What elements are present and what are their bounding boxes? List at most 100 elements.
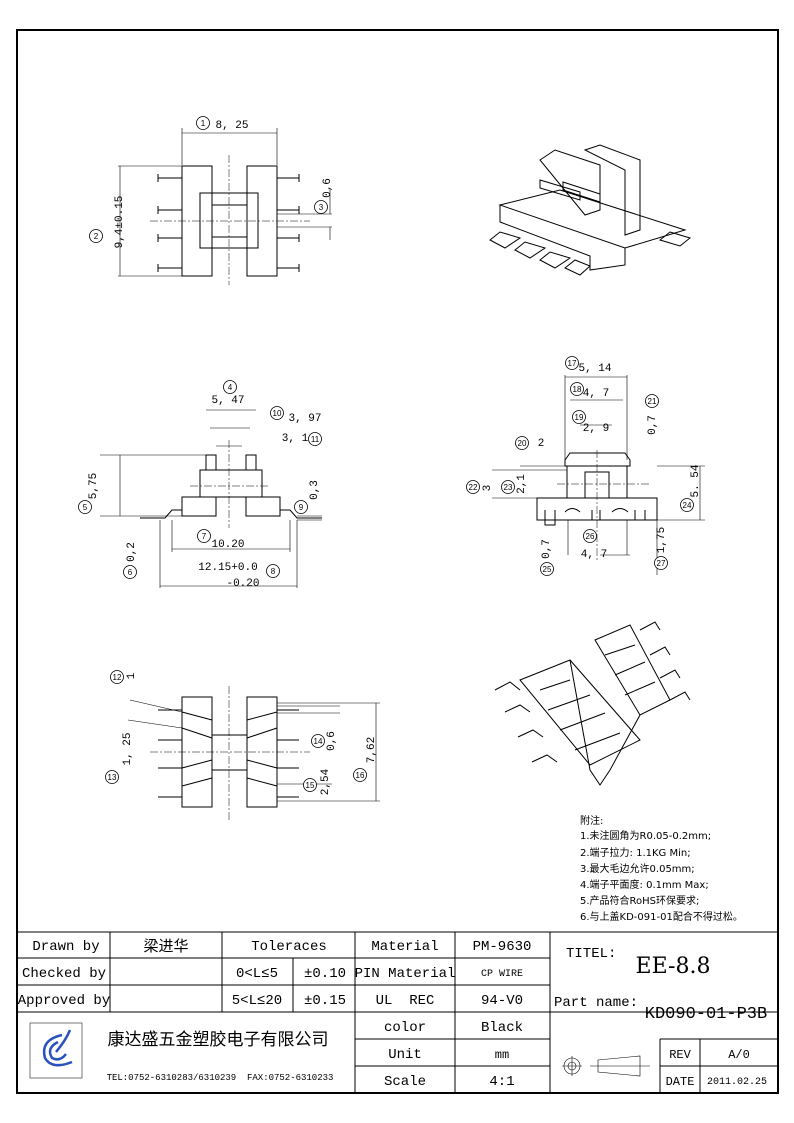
color-value: Black (481, 1020, 523, 1036)
balloon-circle (654, 556, 668, 570)
top-view (118, 128, 332, 285)
dimension-label: 7,62 (366, 737, 378, 763)
balloon-circle (466, 480, 480, 494)
dimension-label: -0.20 (226, 578, 259, 590)
pin-material-label: PIN Material (355, 966, 456, 982)
unit-value: mm (495, 1048, 509, 1062)
dimension-label: 4, 7 (581, 549, 607, 561)
balloon-circle (583, 529, 597, 543)
balloon-callout: 24 (680, 498, 694, 512)
dimension-label: 12.15+0.0 (198, 562, 257, 574)
balloon-number: 9 (299, 503, 304, 512)
tolerance-range-1: 0<L≤5 (236, 966, 278, 982)
balloon-circle (565, 356, 579, 370)
dimension-label: 2 (538, 438, 545, 450)
balloon-callout: 14 (311, 734, 325, 748)
dimension-label: 0,7 (541, 539, 553, 559)
balloon-circle (570, 382, 584, 396)
balloon-number: 15 (306, 781, 315, 790)
balloon-circle (515, 436, 529, 450)
balloon-number: 12 (113, 673, 122, 682)
balloon-number: 1 (201, 119, 206, 128)
balloon-callout: 3 (314, 200, 328, 214)
side-view (492, 375, 705, 575)
title-block: Drawn by 梁进华 Checked by Approved by Tole… (17, 931, 778, 1093)
balloon-callout: 10 (270, 406, 284, 420)
balloon-circle (311, 734, 325, 748)
balloon-circle (540, 562, 554, 576)
balloon-callout: 25 (540, 562, 554, 576)
balloon-circle (645, 394, 659, 408)
dimension-label: 0,7 (647, 415, 659, 435)
scale-label: Scale (384, 1074, 426, 1090)
balloon-circle (196, 116, 210, 130)
unit-label: Unit (388, 1047, 422, 1063)
sheet-border (16, 29, 779, 1094)
dimension-label: 5,75 (88, 473, 100, 499)
balloon-number: 16 (356, 771, 365, 780)
balloon-callout: 21 (645, 394, 659, 408)
date-value: 2011.02.25 (707, 1077, 767, 1088)
title-value: EE-8.8 (636, 954, 711, 979)
balloon-callout: 18 (570, 382, 584, 396)
balloon-circle (266, 564, 280, 578)
balloon-callout: 12 (110, 670, 124, 684)
balloon-circle (680, 498, 694, 512)
dimension-label: 0,6 (326, 731, 338, 751)
note-item: 6.与上盖KD-091-01配合不得过松。 (580, 910, 743, 923)
dimension-label: 10.20 (211, 539, 244, 551)
note-item: 4.端子平面度: 0.1mm Max; (580, 878, 709, 891)
dimension-label: 5, 47 (211, 395, 244, 407)
balloon-callout: 16 (353, 768, 367, 782)
balloon-circle (294, 500, 308, 514)
balloon-number: 10 (273, 409, 282, 418)
dimension-label: 1, 25 (122, 732, 134, 765)
balloon-circle (110, 670, 124, 684)
tolerance-value-2: ±0.15 (304, 993, 346, 1009)
isometric-view-top (489, 144, 692, 276)
balloon-callout: 9 (294, 500, 308, 514)
balloon-callout: 8 (266, 564, 280, 578)
dimension-label: 0,6 (322, 178, 334, 198)
drawn-by-label: Drawn by (32, 939, 99, 955)
note-item: 2.端子拉力: 1.1KG Min; (580, 846, 691, 859)
balloon-circle (223, 380, 237, 394)
balloon-number: 11 (311, 435, 320, 444)
part-name-label: Part name: (554, 995, 638, 1011)
balloon-number: 19 (575, 413, 584, 422)
balloon-callout: 6 (123, 565, 137, 579)
dimension-label: 9,4±0.15 (114, 196, 126, 249)
balloon-circle (314, 200, 328, 214)
balloon-number: 4 (228, 383, 233, 392)
balloon-circle (572, 410, 586, 424)
company-logo (29, 1022, 83, 1079)
titel-label: TITEL: (566, 946, 616, 962)
material-label: Material (371, 939, 438, 955)
balloon-callout: 20 (515, 436, 529, 450)
balloon-callout: 17 (565, 356, 579, 370)
balloon-circle (308, 432, 322, 446)
balloon-number: 20 (518, 439, 527, 448)
dimension-label: 4, 7 (583, 388, 609, 400)
balloon-number: 21 (648, 397, 657, 406)
dimension-label: 5, 14 (578, 363, 611, 375)
dimension-label: 0,3 (309, 480, 321, 500)
balloon-callout: 7 (197, 529, 211, 543)
balloon-circle (78, 500, 92, 514)
tolerances-label: Toleraces (251, 939, 327, 955)
balloon-number: 24 (683, 501, 692, 510)
company-name: 康达盛五金塑胶电子有限公司 (108, 1030, 329, 1050)
balloon-callout: 27 (654, 556, 668, 570)
balloon-circle (105, 770, 119, 784)
balloon-callout: 4 (223, 380, 237, 394)
drawn-by-value: 梁进华 (143, 937, 188, 955)
balloon-callout: 22 (466, 480, 480, 494)
dimension-label: 8, 25 (215, 120, 248, 132)
balloon-callout: 26 (583, 529, 597, 543)
balloon-callout: 19 (572, 410, 586, 424)
dimension-label: 3 (482, 485, 494, 492)
isometric-view-bottom (494, 621, 691, 786)
material-value: PM-9630 (473, 939, 532, 955)
